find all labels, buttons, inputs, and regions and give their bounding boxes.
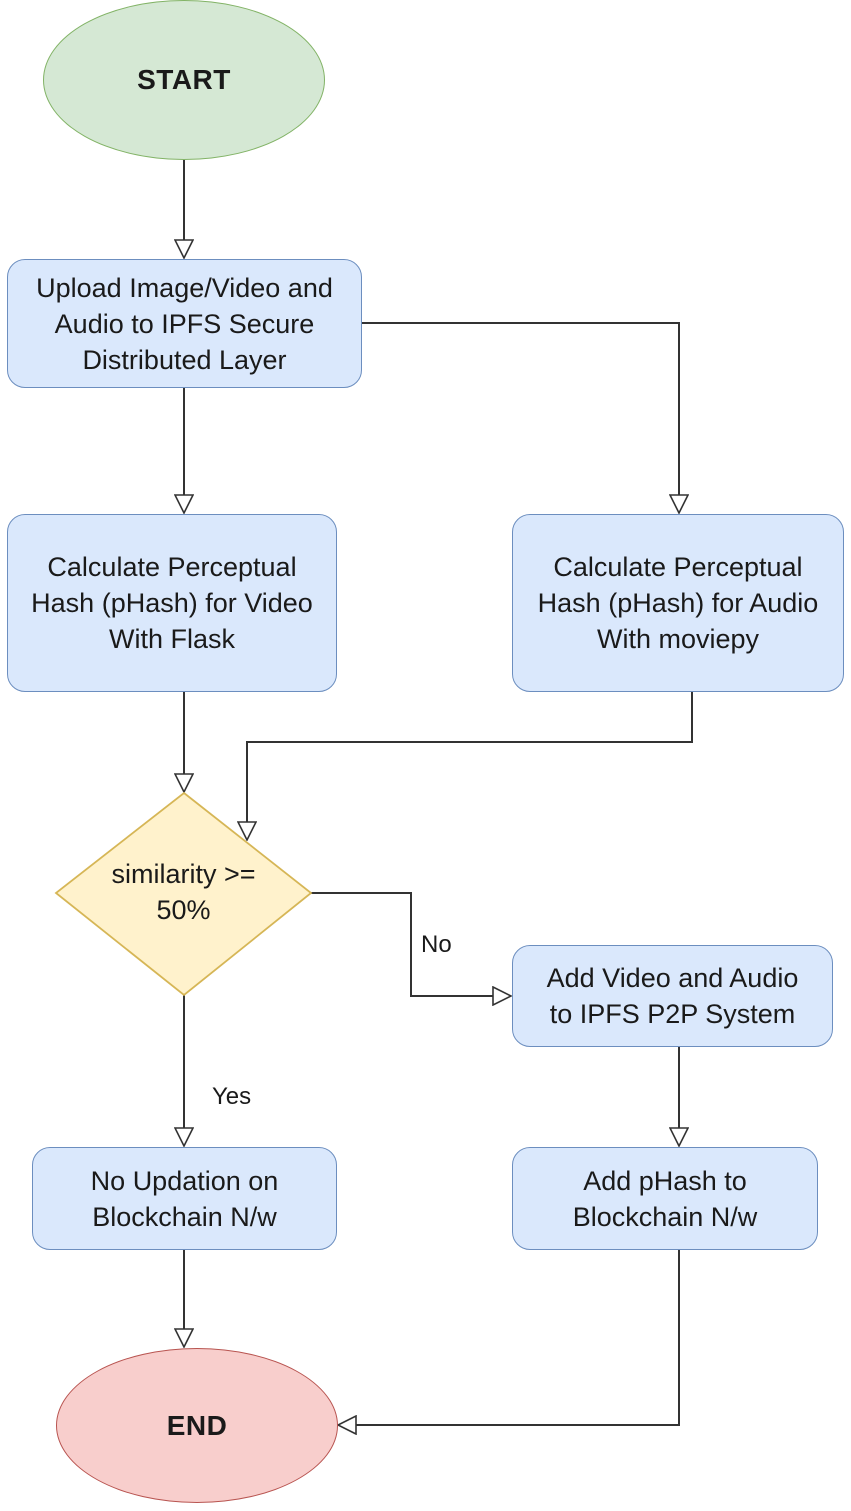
start-node: START — [43, 0, 325, 160]
add-ipfs-node: Add Video and Audio to IPFS P2P System — [512, 945, 833, 1047]
add-ipfs-label: Add Video and Audio to IPFS P2P System — [546, 963, 799, 1029]
add-phash-node: Add pHash to Blockchain N/w — [512, 1147, 818, 1250]
upload-node: Upload Image/Video and Audio to IPFS Sec… — [7, 259, 362, 388]
decision-node: similarity >= 50% — [56, 793, 311, 995]
edge-label-no: No — [421, 931, 452, 958]
decision-label: similarity >= 50% — [111, 859, 256, 925]
add-phash-label: Add pHash to Blockchain N/w — [572, 1165, 758, 1232]
start-label: START — [137, 64, 231, 95]
edge-hash-audio-to-decision — [247, 692, 693, 839]
edge-add-phash-to-end — [339, 1250, 680, 1425]
decision-diamond — [54, 791, 313, 997]
end-label: END — [166, 1409, 228, 1441]
hash-audio-node: Calculate Perceptual Hash (pHash) for Au… — [512, 514, 844, 692]
hash-audio-label: Calculate Perceptual Hash (pHash) for Au… — [537, 552, 819, 654]
end-node: END — [56, 1348, 338, 1503]
no-update-node: No Updation on Blockchain N/w — [32, 1147, 337, 1250]
hash-video-node: Calculate Perceptual Hash (pHash) for Vi… — [7, 514, 337, 692]
edge-decision-to-add-ipfs — [310, 892, 510, 996]
upload-label: Upload Image/Video and Audio to IPFS Sec… — [36, 272, 333, 375]
no-update-label: No Updation on Blockchain N/w — [90, 1165, 279, 1232]
hash-video-label: Calculate Perceptual Hash (pHash) for Vi… — [31, 552, 313, 654]
edge-upload-to-hash-audio — [362, 322, 679, 512]
edge-label-yes: Yes — [212, 1083, 252, 1110]
